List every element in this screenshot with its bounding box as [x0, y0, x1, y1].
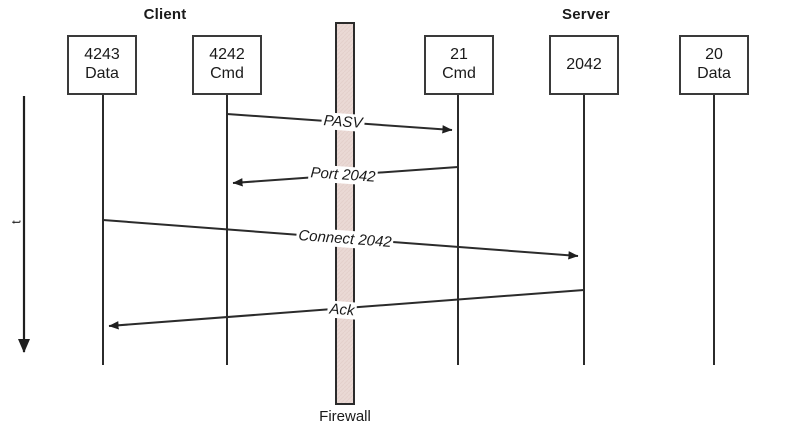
- node-port-client-cmd: 4242: [209, 46, 245, 64]
- firewall-rect: [335, 22, 355, 405]
- message-label-pasv: PASV: [320, 111, 366, 133]
- firewall-bar: [335, 22, 355, 405]
- node-role-server-data: Data: [697, 65, 731, 82]
- node-role-client-cmd: Cmd: [210, 65, 244, 82]
- node-box-server-data[interactable]: 20 Data: [679, 35, 749, 95]
- firewall-label: Firewall: [319, 408, 371, 425]
- node-box-server-2042[interactable]: 2042: [549, 35, 619, 95]
- node-port-server-cmd: 21: [450, 46, 468, 64]
- group-title-server: Server: [562, 6, 610, 23]
- message-label-ack: Ack: [326, 300, 358, 320]
- node-port-server-data: 20: [705, 46, 723, 64]
- node-box-client-data[interactable]: 4243 Data: [67, 35, 137, 95]
- node-role-server-cmd: Cmd: [442, 65, 476, 82]
- node-box-client-cmd[interactable]: 4242 Cmd: [192, 35, 262, 95]
- time-axis-label: t: [8, 220, 24, 224]
- node-box-server-cmd[interactable]: 21 Cmd: [424, 35, 494, 95]
- node-role-client-data: Data: [85, 65, 119, 82]
- node-port-server-2042: 2042: [566, 55, 602, 73]
- node-port-client-data: 4243: [84, 46, 120, 64]
- lifelines: [102, 95, 715, 365]
- group-title-client: Client: [143, 6, 187, 23]
